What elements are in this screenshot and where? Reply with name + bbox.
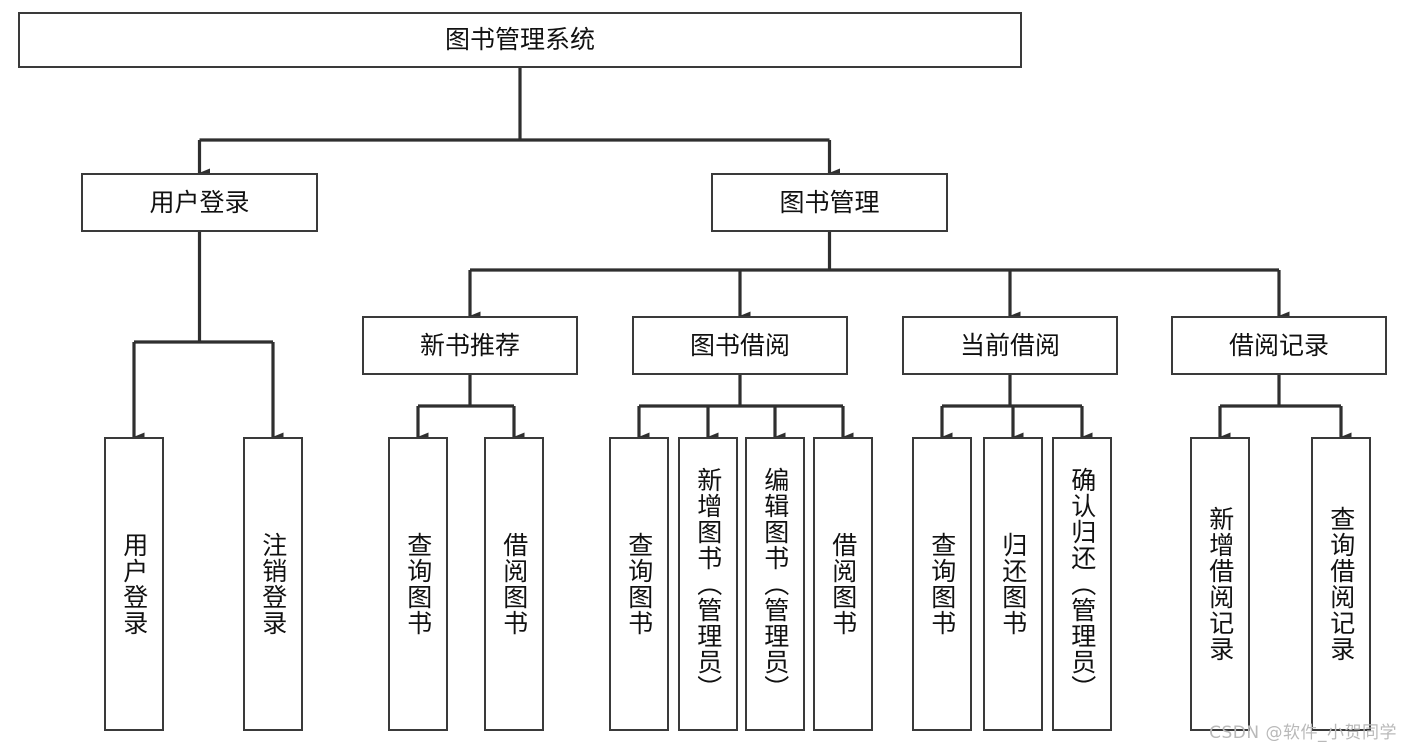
node-label: 查询图书 [403, 532, 433, 636]
node-label: 归还图书 [998, 532, 1028, 636]
node-label: 借阅图书 [828, 532, 858, 636]
node-root: 图书管理系统 [18, 12, 1022, 68]
node-book-manage: 图书管理 [711, 173, 948, 232]
node-leaf-return-book: 归还图书 [983, 437, 1043, 731]
node-leaf-edit-book: 编辑图书（管理员） [745, 437, 805, 731]
node-leaf-add-record: 新增借阅记录 [1190, 437, 1250, 731]
node-label: 新书推荐 [419, 330, 520, 360]
node-leaf-user-login: 用户登录 [104, 437, 164, 731]
node-label: 借阅记录 [1228, 330, 1329, 360]
node-label: 查询图书 [927, 532, 957, 636]
node-leaf-add-book: 新增图书（管理员） [678, 437, 738, 731]
node-label: 用户登录 [119, 532, 149, 636]
node-label: 图书管理系统 [444, 25, 595, 55]
node-label: 新增借阅记录 [1205, 506, 1235, 662]
watermark-text: CSDN @软件_小贺同学 [1209, 723, 1397, 743]
node-leaf-query-book-rec: 查询图书 [388, 437, 448, 731]
node-label: 图书借阅 [689, 330, 790, 360]
node-label: 用户登录 [149, 187, 250, 217]
node-leaf-user-logout: 注销登录 [243, 437, 303, 731]
node-label: 新增图书（管理员） [693, 467, 723, 701]
node-leaf-confirm-return: 确认归还（管理员） [1052, 437, 1112, 731]
node-leaf-query-book-current: 查询图书 [912, 437, 972, 731]
node-label: 查询借阅记录 [1326, 506, 1356, 662]
node-user-login: 用户登录 [81, 173, 318, 232]
node-new-book-rec: 新书推荐 [362, 316, 578, 375]
node-leaf-borrow-book: 借阅图书 [813, 437, 873, 731]
node-leaf-query-book-borrow: 查询图书 [609, 437, 669, 731]
node-leaf-borrow-book-rec: 借阅图书 [484, 437, 544, 731]
node-label: 注销登录 [258, 532, 288, 636]
node-current-borrow: 当前借阅 [902, 316, 1118, 375]
node-label: 图书管理 [779, 187, 880, 217]
node-label: 当前借阅 [959, 330, 1060, 360]
node-label: 编辑图书（管理员） [760, 467, 790, 701]
node-book-borrow: 图书借阅 [632, 316, 848, 375]
node-borrow-record: 借阅记录 [1171, 316, 1387, 375]
node-leaf-query-record: 查询借阅记录 [1311, 437, 1371, 731]
node-label: 查询图书 [624, 532, 654, 636]
node-label: 确认归还（管理员） [1067, 467, 1097, 701]
node-label: 借阅图书 [499, 532, 529, 636]
